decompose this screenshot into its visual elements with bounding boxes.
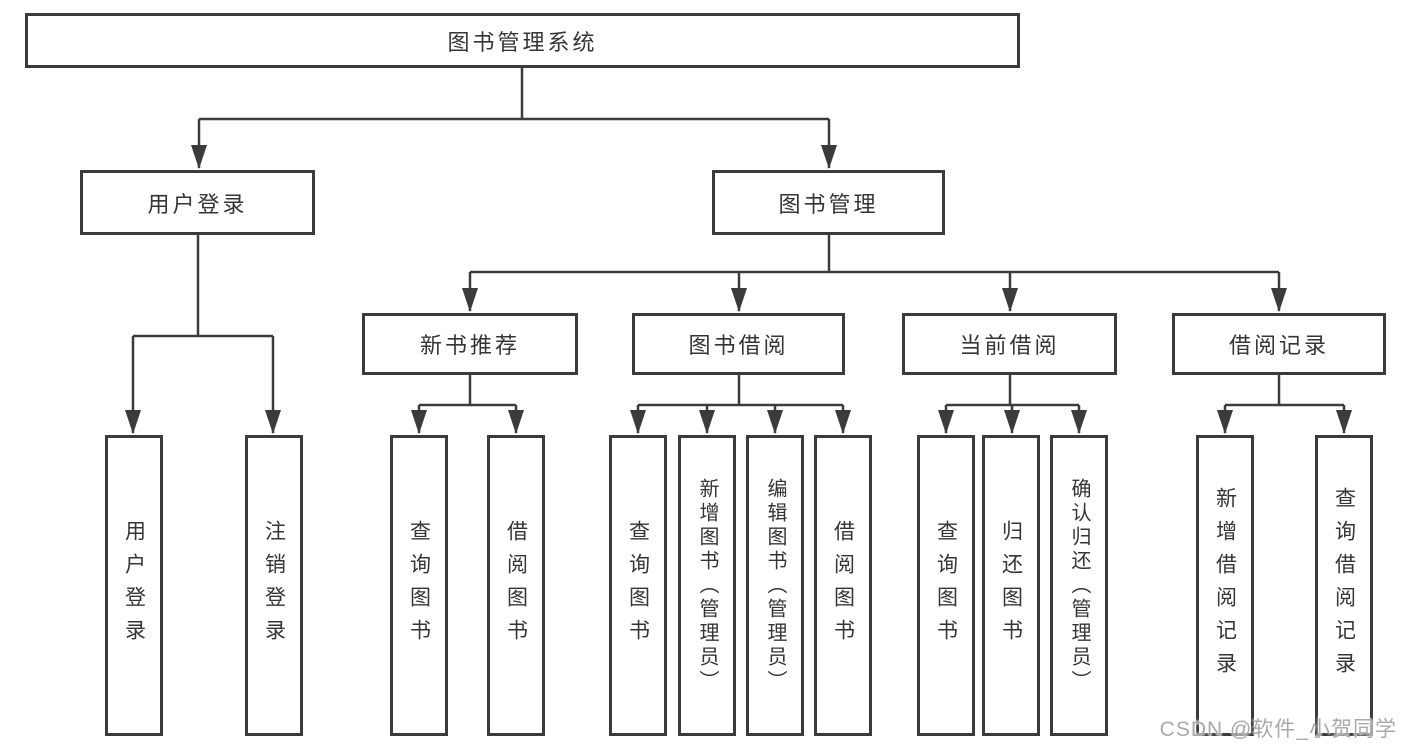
leaf-return-books-label: 归还图书: [999, 519, 1023, 652]
leaf-add-borrow-record: 新增借阅记录: [1196, 435, 1254, 736]
csdn-watermark: CSDN @软件_小贺同学: [1159, 718, 1397, 741]
leaf-borrow-books-rec-label: 借阅图书: [504, 519, 528, 652]
leaf-query-borrow-record-label: 查询借阅记录: [1332, 486, 1356, 685]
leaf-borrow-books-rec: 借阅图书: [487, 435, 545, 736]
node-book-management: 图书管理: [712, 170, 945, 235]
leaf-user-login-label: 用户登录: [122, 519, 146, 652]
leaf-add-books-admin: 新增图书（管理员）: [678, 435, 736, 736]
node-new-book-recommend: 新书推荐: [362, 313, 578, 375]
connector-trunks: [133, 68, 1344, 407]
leaf-user-login: 用户登录: [105, 435, 163, 736]
leaf-logout: 注销登录: [245, 435, 303, 736]
node-book-borrowing: 图书借阅: [632, 313, 845, 375]
node-current-borrowing-label: 当前借阅: [959, 333, 1060, 358]
leaf-query-books-borrow-label: 查询图书: [626, 519, 650, 652]
leaf-logout-label: 注销登录: [262, 519, 286, 652]
node-root-label: 图书管理系统: [447, 29, 598, 55]
node-book-borrowing-label: 图书借阅: [688, 333, 789, 358]
node-borrowing-records: 借阅记录: [1172, 313, 1386, 375]
leaf-query-books-rec-label: 查询图书: [407, 519, 431, 652]
leaf-add-books-admin-label: 新增图书（管理员）: [696, 477, 718, 694]
leaf-query-books-current-label: 查询图书: [934, 519, 958, 652]
leaf-query-books-current: 查询图书: [917, 435, 975, 736]
leaf-add-borrow-record-label: 新增借阅记录: [1213, 486, 1237, 685]
leaf-confirm-return-admin-label: 确认归还（管理员）: [1068, 477, 1090, 694]
node-current-borrowing: 当前借阅: [902, 313, 1117, 375]
leaf-return-books: 归还图书: [982, 435, 1040, 736]
leaf-confirm-return-admin: 确认归还（管理员）: [1050, 435, 1108, 736]
node-borrowing-records-label: 借阅记录: [1228, 333, 1329, 358]
leaf-query-books-borrow: 查询图书: [609, 435, 667, 736]
leaf-query-borrow-record: 查询借阅记录: [1315, 435, 1373, 736]
node-new-book-recommend-label: 新书推荐: [419, 333, 520, 358]
leaf-edit-books-admin-label: 编辑图书（管理员）: [764, 477, 786, 694]
leaf-borrow-books-label: 借阅图书: [831, 519, 855, 652]
node-root: 图书管理系统: [25, 13, 1020, 68]
node-book-management-label: 图书管理: [778, 191, 879, 217]
node-user-login: 用户登录: [80, 170, 315, 235]
leaf-query-books-rec: 查询图书: [390, 435, 448, 736]
node-user-login-label: 用户登录: [147, 191, 248, 217]
leaf-borrow-books: 借阅图书: [814, 435, 872, 736]
leaf-edit-books-admin: 编辑图书（管理员）: [746, 435, 804, 736]
